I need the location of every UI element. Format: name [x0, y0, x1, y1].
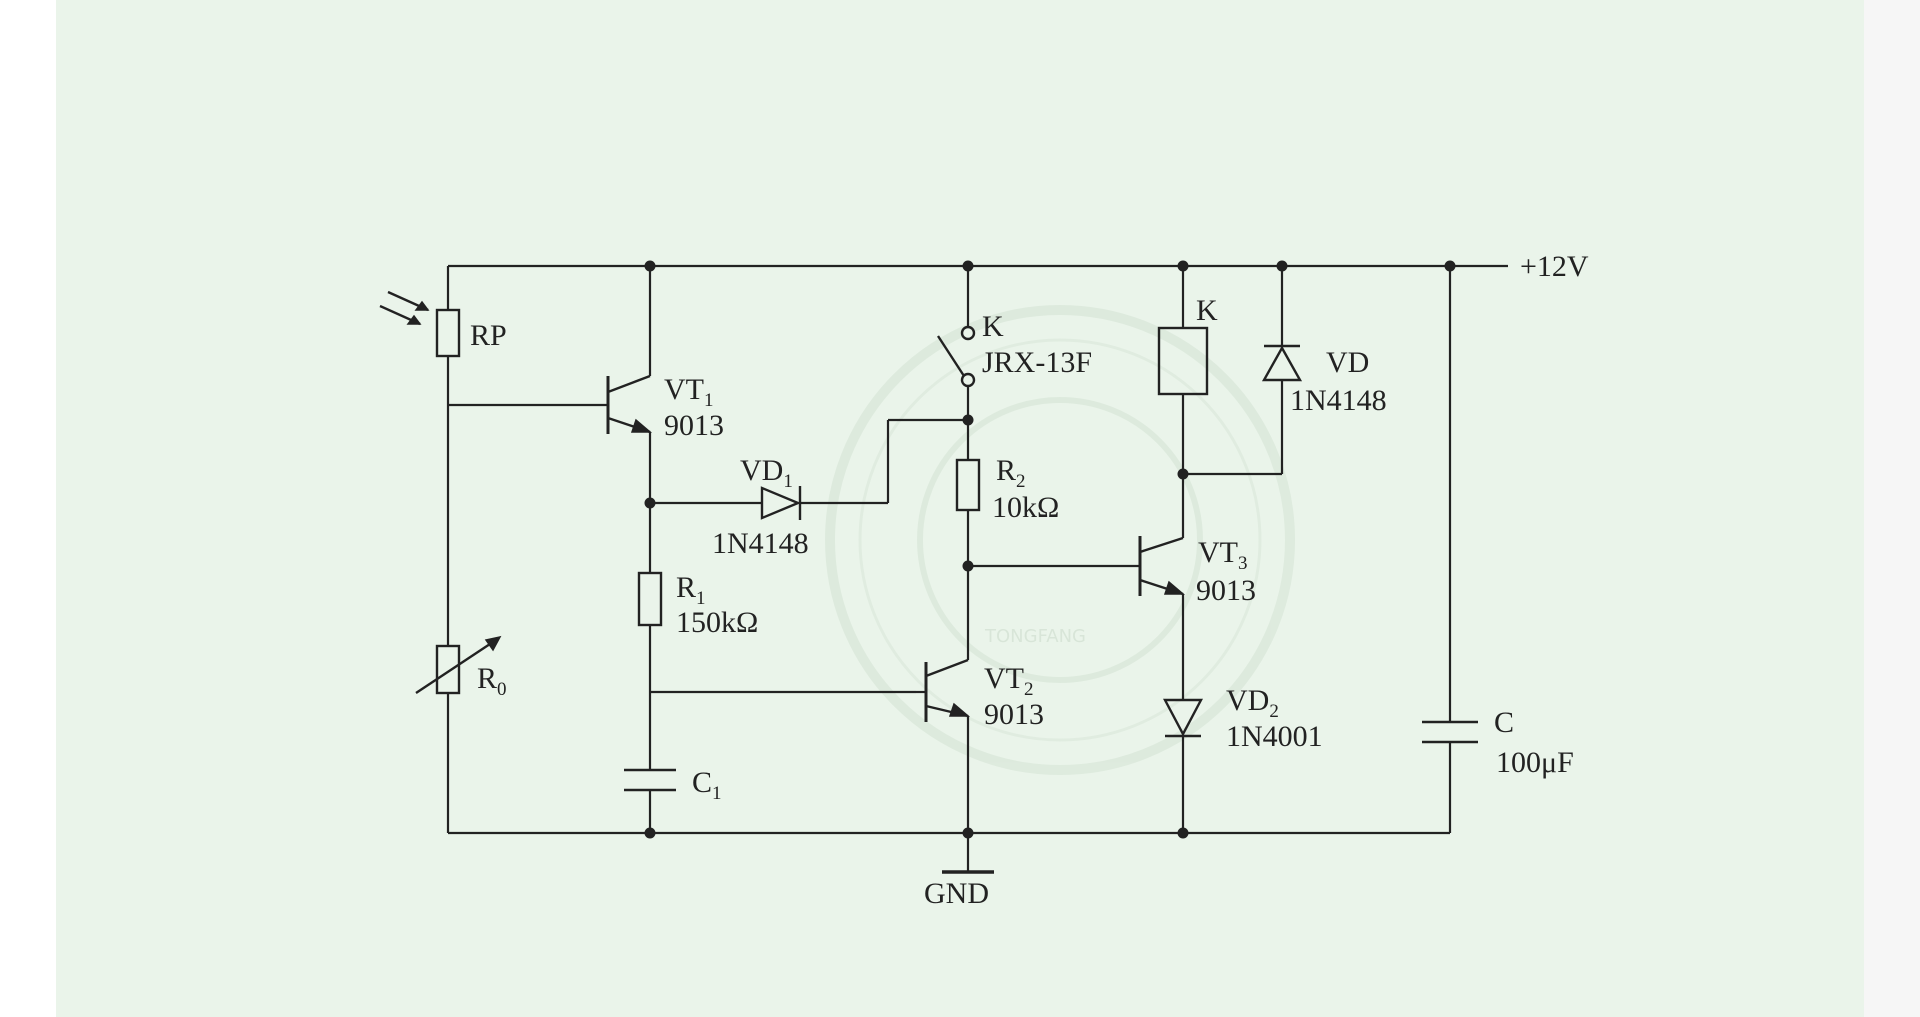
r0-variable-resistor	[415, 635, 502, 695]
relay-coil-k	[1157, 326, 1209, 396]
vd1-model: 1N4148	[712, 527, 809, 560]
r2-value: 10kΩ	[992, 491, 1059, 524]
vd-diode	[1261, 344, 1303, 382]
c1-capacitor	[624, 768, 676, 792]
r2-resistor	[955, 458, 981, 512]
vt3-transistor	[1138, 536, 1186, 596]
watermark-seal: TONGFANG	[825, 305, 1295, 775]
vt2-transistor	[916, 658, 971, 722]
vd-model: 1N4148	[1290, 384, 1387, 417]
wires	[446, 264, 1508, 872]
ground-label: GND	[924, 877, 989, 910]
c-label: C	[1494, 706, 1514, 739]
vd2-label: VD2	[1226, 684, 1279, 722]
rp-label: RP	[470, 319, 507, 352]
vd1-diode	[760, 486, 802, 520]
r1-value: 150kΩ	[676, 606, 758, 639]
r1-resistor	[637, 571, 663, 627]
vd1-label: VD1	[740, 454, 793, 492]
junctions	[644, 260, 1456, 839]
relay-contact-label: K	[982, 310, 1004, 343]
relay-contact-model: JRX-13F	[982, 346, 1092, 379]
right-margin	[1864, 0, 1920, 1017]
vd2-model: 1N4001	[1226, 720, 1323, 753]
watermark-text: TONGFANG	[984, 626, 1086, 647]
vd-label: VD	[1326, 346, 1369, 379]
vd2-diode	[1163, 698, 1203, 738]
vt1-model: 9013	[664, 409, 724, 442]
relay-coil-label: K	[1196, 294, 1218, 327]
supply-label: +12V	[1520, 250, 1589, 283]
vt1-transistor	[606, 374, 653, 434]
relay-contact-k	[936, 320, 976, 388]
c1-label: C1	[692, 766, 722, 804]
vt3-model: 9013	[1196, 574, 1256, 607]
vt2-label: VT2	[984, 662, 1034, 700]
c-capacitor	[1422, 720, 1478, 744]
rp-photoresistor	[379, 290, 461, 358]
c-value: 100μF	[1496, 746, 1574, 779]
r0-label: R0	[477, 662, 507, 700]
vt2-model: 9013	[984, 698, 1044, 731]
r2-label: R2	[996, 454, 1026, 492]
vt1-label: VT1	[664, 373, 714, 411]
r1-label: R1	[676, 571, 706, 609]
diagram-canvas	[56, 0, 1864, 1017]
vt3-label: VT3	[1198, 536, 1248, 574]
